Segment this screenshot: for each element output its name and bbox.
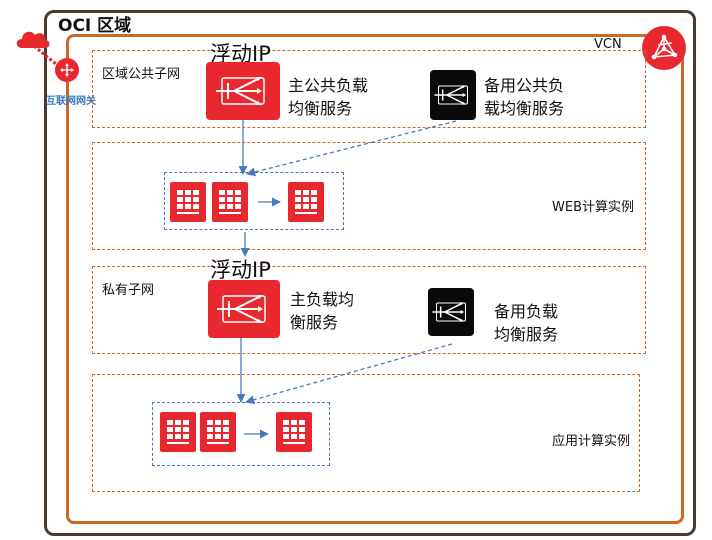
public-subnet [92, 50, 646, 128]
web-subnet-label: WEB计算实例 [552, 200, 634, 215]
cloud-icon [14, 26, 52, 54]
vcn [66, 34, 684, 524]
vcn-label: VCN [594, 37, 622, 52]
web-subnet [92, 142, 646, 250]
private-floating-ip-label: 浮动IP [210, 258, 271, 282]
compute-instance-icon [212, 182, 248, 222]
private-primary-lb-label: 主负载均衡服务 [290, 290, 355, 332]
compute-instance-icon [160, 412, 196, 452]
public-subnet-label: 区域公共子网 [102, 67, 181, 82]
gateway-label: 互联网网关 [46, 96, 96, 107]
private-subnet [92, 266, 646, 354]
private-subnet-label: 私有子网 [102, 283, 155, 298]
arrow-standby-to-app [245, 343, 453, 405]
compute-instance-icon [170, 182, 206, 222]
load-balancer-icon [430, 70, 476, 120]
compute-instance-icon [276, 412, 312, 452]
public-primary-lb-label: 主公共负载均衡服务 [288, 76, 369, 118]
region-title: OCI 区域 [58, 16, 132, 36]
public-standby-lb-label: 备用公共负载均衡服务 [484, 76, 565, 118]
load-balancer-icon [206, 62, 280, 120]
app-subnet-label: 应用计算实例 [552, 434, 631, 449]
oci-region [44, 10, 696, 536]
vcn-icon [642, 26, 686, 70]
router-icon [55, 58, 79, 82]
arrow-standby-to-web [246, 120, 457, 177]
app-subnet [92, 374, 640, 492]
load-balancer-icon [428, 288, 474, 336]
compute-instance-icon [200, 412, 236, 452]
load-balancer-icon [208, 280, 280, 338]
compute-instance-icon [288, 182, 324, 222]
private-standby-lb-label: 备用负载均衡服务 [494, 302, 559, 344]
